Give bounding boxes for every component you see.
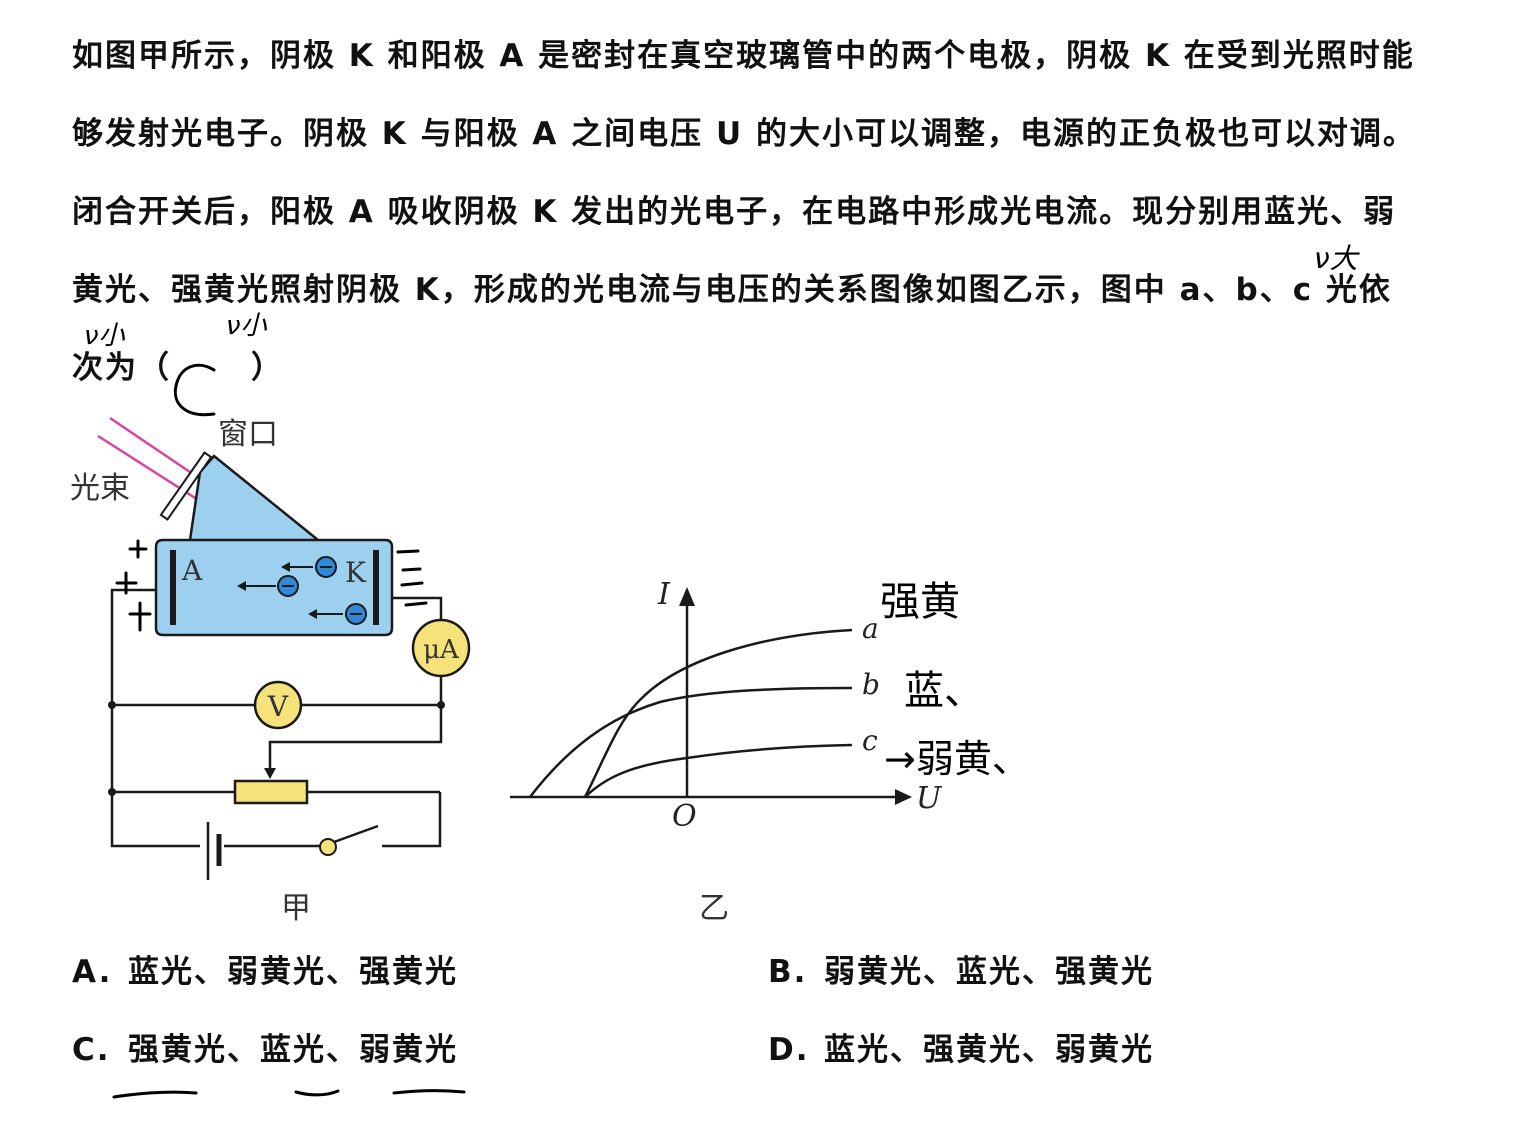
plus-sign-mark — [115, 571, 138, 595]
figure-jia: A K — [70, 416, 471, 926]
origin-label: O — [672, 799, 697, 834]
u-axis-arrow-icon — [895, 789, 912, 805]
question-line-4: 黄光、强黄光照射阴极 K，形成的光电流与电压的关系图像如图乙示，图中 a、b、c… — [72, 272, 1392, 308]
rheostat — [233, 779, 309, 805]
electron-1 — [281, 556, 337, 578]
figure-jia-caption: 甲 — [281, 891, 311, 926]
minus-sign-mark — [400, 581, 424, 587]
handwriting-layer: 强黄 蓝、 →弱黄、 ν小 ν小 ν大 — [84, 242, 1361, 1099]
junction-dot — [437, 701, 445, 709]
tube-window — [159, 451, 213, 521]
handwritten-note-c: →弱黄、 — [884, 737, 1030, 781]
option-d-text: 蓝光、强黄光、弱黄光 — [824, 1032, 1154, 1068]
switch-lever — [333, 824, 379, 844]
curve-b-label: b — [862, 668, 880, 701]
switch-pivot — [319, 838, 337, 856]
underline-mark — [294, 1089, 340, 1097]
option-c[interactable]: C. 强黄光、蓝光、弱黄光 — [72, 1030, 458, 1070]
question-line-1: 如图甲所示，阴极 K 和阳极 A 是密封在真空玻璃管中的两个电极，阴极 K 在受… — [72, 38, 1415, 74]
plus-sign-mark — [128, 539, 148, 559]
vacuum-tube — [154, 454, 394, 637]
curve-c — [584, 743, 853, 798]
voltmeter — [253, 680, 303, 730]
option-a-label: A. — [72, 954, 113, 990]
handwritten-nu-small-1: ν小 — [84, 321, 126, 351]
rheostat-slider-icon — [264, 768, 276, 779]
plus-sign-mark — [128, 601, 152, 632]
minus-sign-mark — [404, 601, 428, 607]
option-d[interactable]: D. 蓝光、强黄光、弱黄光 — [768, 1030, 1154, 1070]
curve-c-label: c — [862, 724, 878, 757]
option-b[interactable]: B. 弱黄光、蓝光、强黄光 — [768, 952, 1154, 992]
window-label: 窗口 — [218, 417, 278, 452]
i-axis-label: I — [657, 577, 671, 612]
question-line-3: 闭合开关后，阳极 A 吸收阴极 K 发出的光电子，在电路中形成光电流。现分别用蓝… — [72, 194, 1397, 230]
handwritten-note-a: 强黄 — [880, 579, 960, 625]
option-b-label: B. — [768, 954, 808, 990]
switch-gap — [332, 836, 382, 852]
handwritten-nu-small-2: ν小 — [226, 311, 268, 341]
question-close-paren: ） — [251, 350, 284, 386]
junction-dot — [108, 788, 116, 796]
curve-b — [529, 686, 853, 798]
figure-yi-caption: 乙 — [699, 891, 729, 926]
option-a[interactable]: A. 蓝光、弱黄光、强黄光 — [72, 952, 458, 992]
i-axis-arrow-icon — [679, 587, 695, 606]
option-d-label: D. — [768, 1032, 810, 1068]
question-line-2: 够发射光电子。阴极 K 与阳极 A 之间电压 U 的大小可以调整，电源的正负极也… — [72, 116, 1416, 152]
voltmeter-label: V — [267, 690, 289, 723]
u-axis-label: U — [916, 781, 943, 816]
microammeter — [411, 618, 471, 678]
minus-sign-mark — [401, 567, 422, 572]
anode-label: A — [181, 554, 203, 587]
minus-sign-mark — [396, 549, 420, 554]
microammeter-label: μA — [423, 635, 460, 665]
question-last-line: 次为（ — [72, 350, 171, 386]
handwritten-answer — [173, 363, 216, 417]
electron-3 — [308, 603, 367, 625]
curve-a — [583, 628, 853, 798]
option-c-label: C. — [72, 1032, 111, 1068]
handwritten-nu-large: ν大 — [1314, 242, 1361, 275]
option-a-text: 蓝光、弱黄光、强黄光 — [128, 954, 458, 990]
option-c-text: 强黄光、蓝光、弱黄光 — [128, 1032, 458, 1068]
junction-dot — [108, 701, 116, 709]
option-b-text: 弱黄光、蓝光、强黄光 — [824, 954, 1154, 990]
beam-label: 光束 — [70, 471, 130, 506]
cathode-label: K — [345, 556, 367, 589]
underline-mark — [392, 1089, 466, 1095]
electron-2 — [237, 575, 299, 597]
underline-mark — [112, 1090, 198, 1099]
curve-a-label: a — [862, 612, 879, 645]
handwritten-note-b: 蓝、 — [904, 668, 984, 714]
figure-yi: a b c I U O 乙 — [510, 577, 943, 926]
question-line-5: 次为（ ） — [72, 348, 284, 388]
